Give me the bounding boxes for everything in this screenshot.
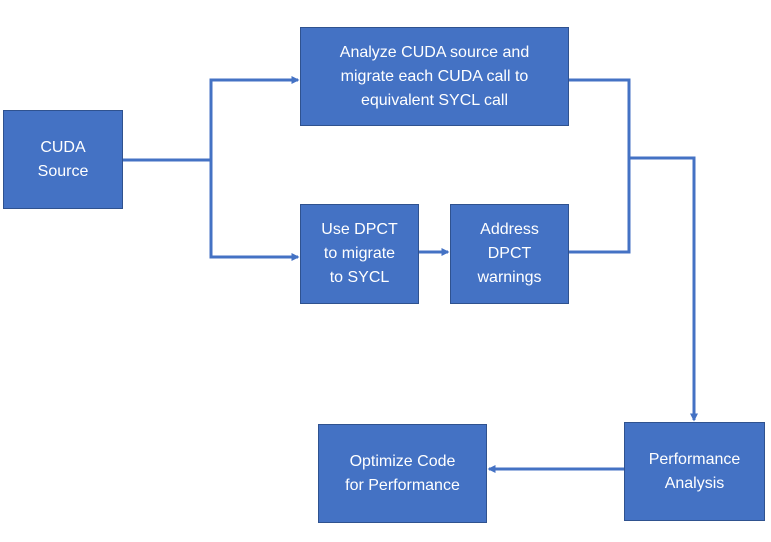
dpct-migrate-node: Use DPCT to migrate to SYCL: [300, 204, 419, 304]
connector-merge-to-performance: [629, 156, 698, 422]
address-warnings-label: Address DPCT warnings: [477, 221, 542, 286]
optimize-code-node: Optimize Code for Performance: [318, 424, 487, 523]
cuda-source-label: CUDA Source: [37, 138, 89, 180]
cuda-source-node: CUDA Source: [3, 110, 123, 209]
optimize-code-label: Optimize Code for Performance: [345, 452, 460, 494]
analyze-migrate-node: Analyze CUDA source and migrate each CUD…: [300, 27, 569, 126]
analyze-migrate-label: Analyze CUDA source and migrate each CUD…: [339, 43, 530, 109]
connector-warnings-to-merge: [569, 158, 631, 254]
dpct-migrate-label: Use DPCT to migrate to SYCL: [321, 221, 398, 286]
address-warnings-node: Address DPCT warnings: [450, 204, 569, 304]
performance-analysis-node: Performance Analysis: [624, 422, 765, 521]
connector-analyze-to-merge: [569, 78, 631, 158]
connector-source-to-analyze: [123, 76, 300, 162]
performance-analysis-label: Performance Analysis: [648, 450, 741, 492]
connector-source-to-dpct: [209, 160, 300, 261]
